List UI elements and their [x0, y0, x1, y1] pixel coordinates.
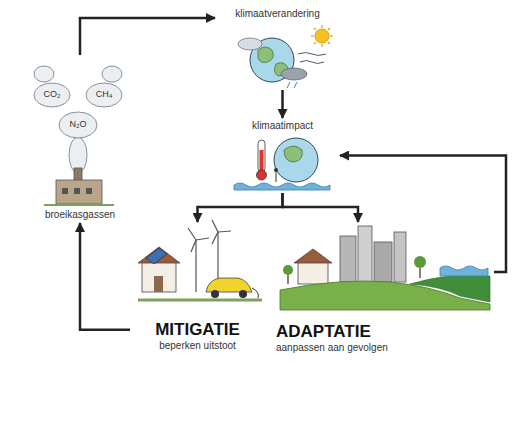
flow-arrow: [281, 90, 284, 118]
node-caption: klimaatimpact: [252, 120, 313, 132]
node-subcaption: aanpassen aan gevolgen: [276, 342, 388, 354]
flow-arrow: [80, 18, 215, 55]
smoke-factory-illustration: [34, 66, 122, 205]
flow-arrow: [80, 223, 130, 330]
globe-weather-illustration: [238, 25, 333, 88]
gas-label: N₂O: [70, 120, 87, 130]
flow-arrow: [198, 193, 283, 222]
illustrated-node: MITIGATIEbeperken uitstoot: [130, 222, 265, 354]
node-caption: ADAPTATIE: [276, 322, 371, 342]
illustrated-node: klimaatverandering: [215, 6, 340, 90]
illustrated-node: ADAPTATIEaanpassen aan gevolgen: [272, 222, 494, 356]
flow-arrow: [340, 156, 506, 273]
illustrated-node: broeikasgassen: [30, 55, 130, 223]
gas-label: CH₄: [96, 90, 113, 100]
gas-label: CO₂: [44, 90, 61, 100]
mitigation-illustration: [138, 220, 262, 300]
adaptation-illustration: [280, 226, 490, 310]
globe-impact-illustration: [234, 138, 330, 190]
node-caption: broeikasgassen: [45, 209, 115, 221]
illustrated-node: klimaatimpact: [225, 118, 340, 193]
node-subcaption: beperken uitstoot: [159, 340, 236, 352]
flow-arrow: [283, 193, 359, 222]
node-caption: klimaatverandering: [235, 8, 320, 20]
node-caption: MITIGATIE: [155, 320, 240, 340]
